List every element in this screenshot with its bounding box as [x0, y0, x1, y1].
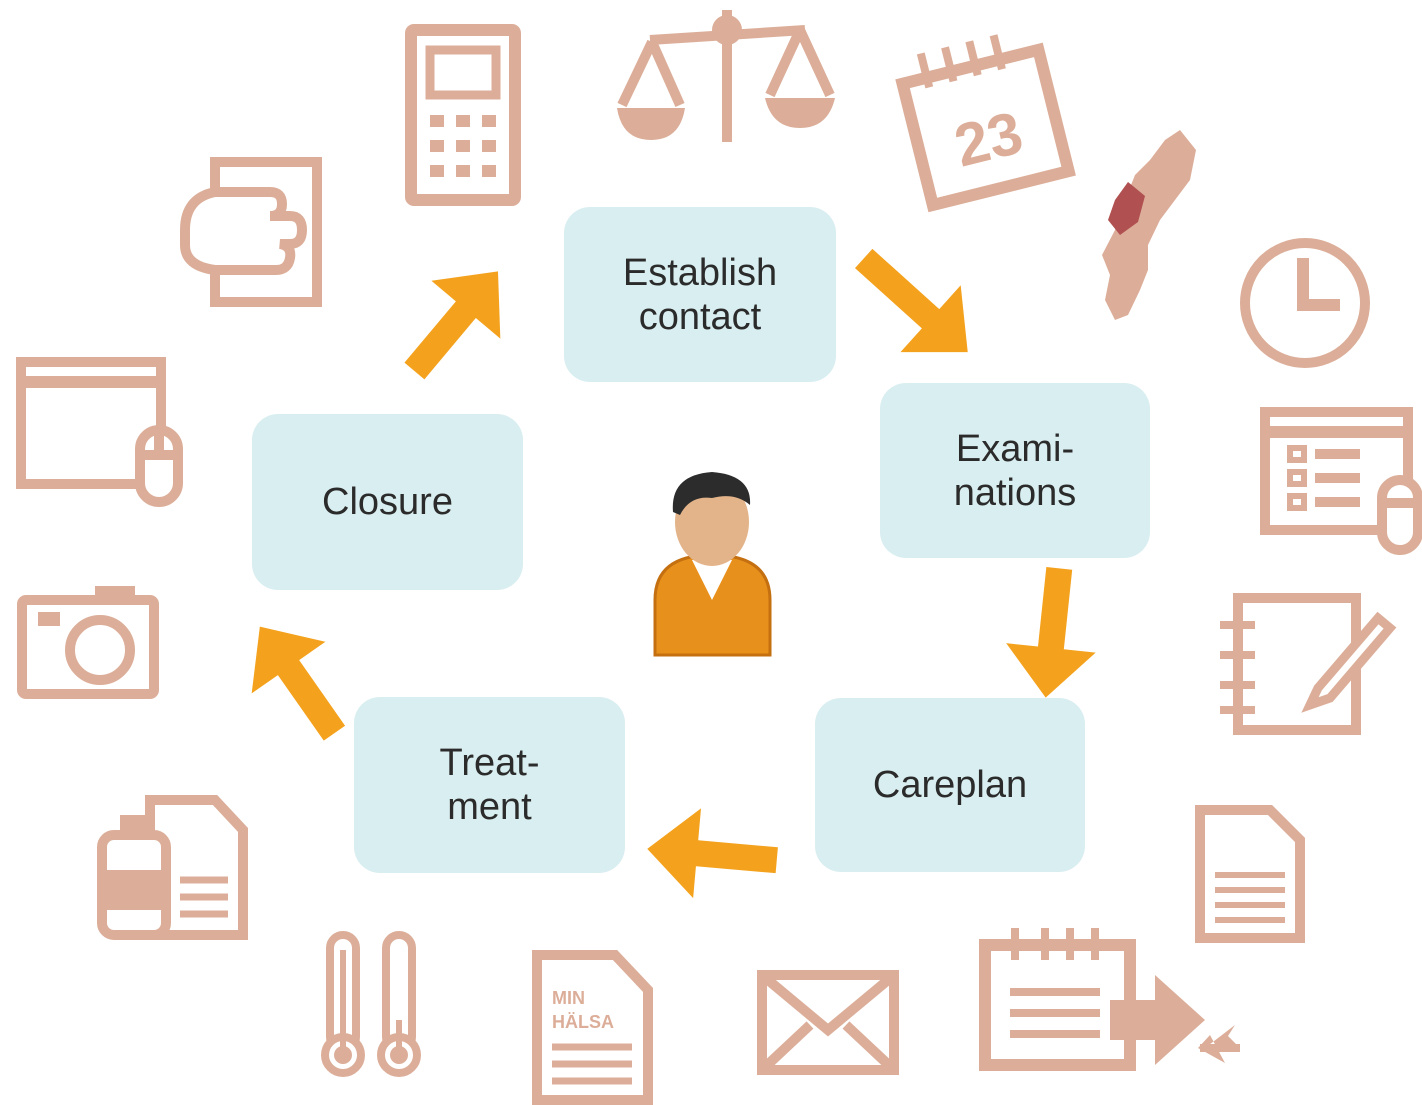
arrow-establish-to-exam [854, 248, 968, 353]
clock-icon [1240, 238, 1370, 368]
cycle-arrows [251, 248, 1096, 899]
sweden-map-icon [1102, 130, 1196, 320]
step-treatment: Treat- ment [354, 697, 625, 873]
browser-mouse-icon [16, 357, 183, 507]
camera-icon [17, 586, 159, 699]
arrow-treatment-to-closure [251, 626, 346, 741]
notebook-pen-icon [1220, 593, 1397, 735]
arrow-exam-to-careplan [1006, 566, 1096, 698]
calendar-icon: 23 [895, 34, 1076, 213]
min-halsa-document-icon: MIN HÄLSA [532, 950, 653, 1105]
hand-document-icon [180, 157, 322, 307]
medication-document-icon [97, 795, 248, 940]
mobile-phone-icon [405, 24, 521, 206]
thermometers-icon [321, 931, 421, 1077]
arrow-closure-to-establish [404, 271, 501, 380]
step-examinations: Exami- nations [880, 383, 1150, 558]
document-icon [1195, 805, 1305, 943]
list-mouse-icon [1260, 407, 1422, 555]
step-label-careplan: Careplan [872, 764, 1028, 806]
step-label-establish-contact: Establish contact [622, 251, 778, 338]
step-label-treatment: Treat- ment [439, 742, 540, 828]
step-careplan: Careplan [815, 698, 1085, 872]
step-closure: Closure [252, 414, 523, 590]
scales-icon [617, 10, 835, 142]
arrow-careplan-to-treatment [647, 808, 778, 899]
step-label-examinations: Exami- nations [953, 427, 1077, 514]
document-brand-line2: HÄLSA [552, 1012, 614, 1032]
step-label-closure: Closure [322, 481, 453, 523]
document-brand-line1: MIN [552, 988, 585, 1008]
calendar-referral-icon [979, 928, 1240, 1071]
step-establish-contact: Establish contact [564, 207, 836, 382]
calendar-day-text: 23 [948, 98, 1029, 179]
envelope-icon [757, 970, 899, 1075]
patient-avatar-icon [653, 472, 772, 657]
